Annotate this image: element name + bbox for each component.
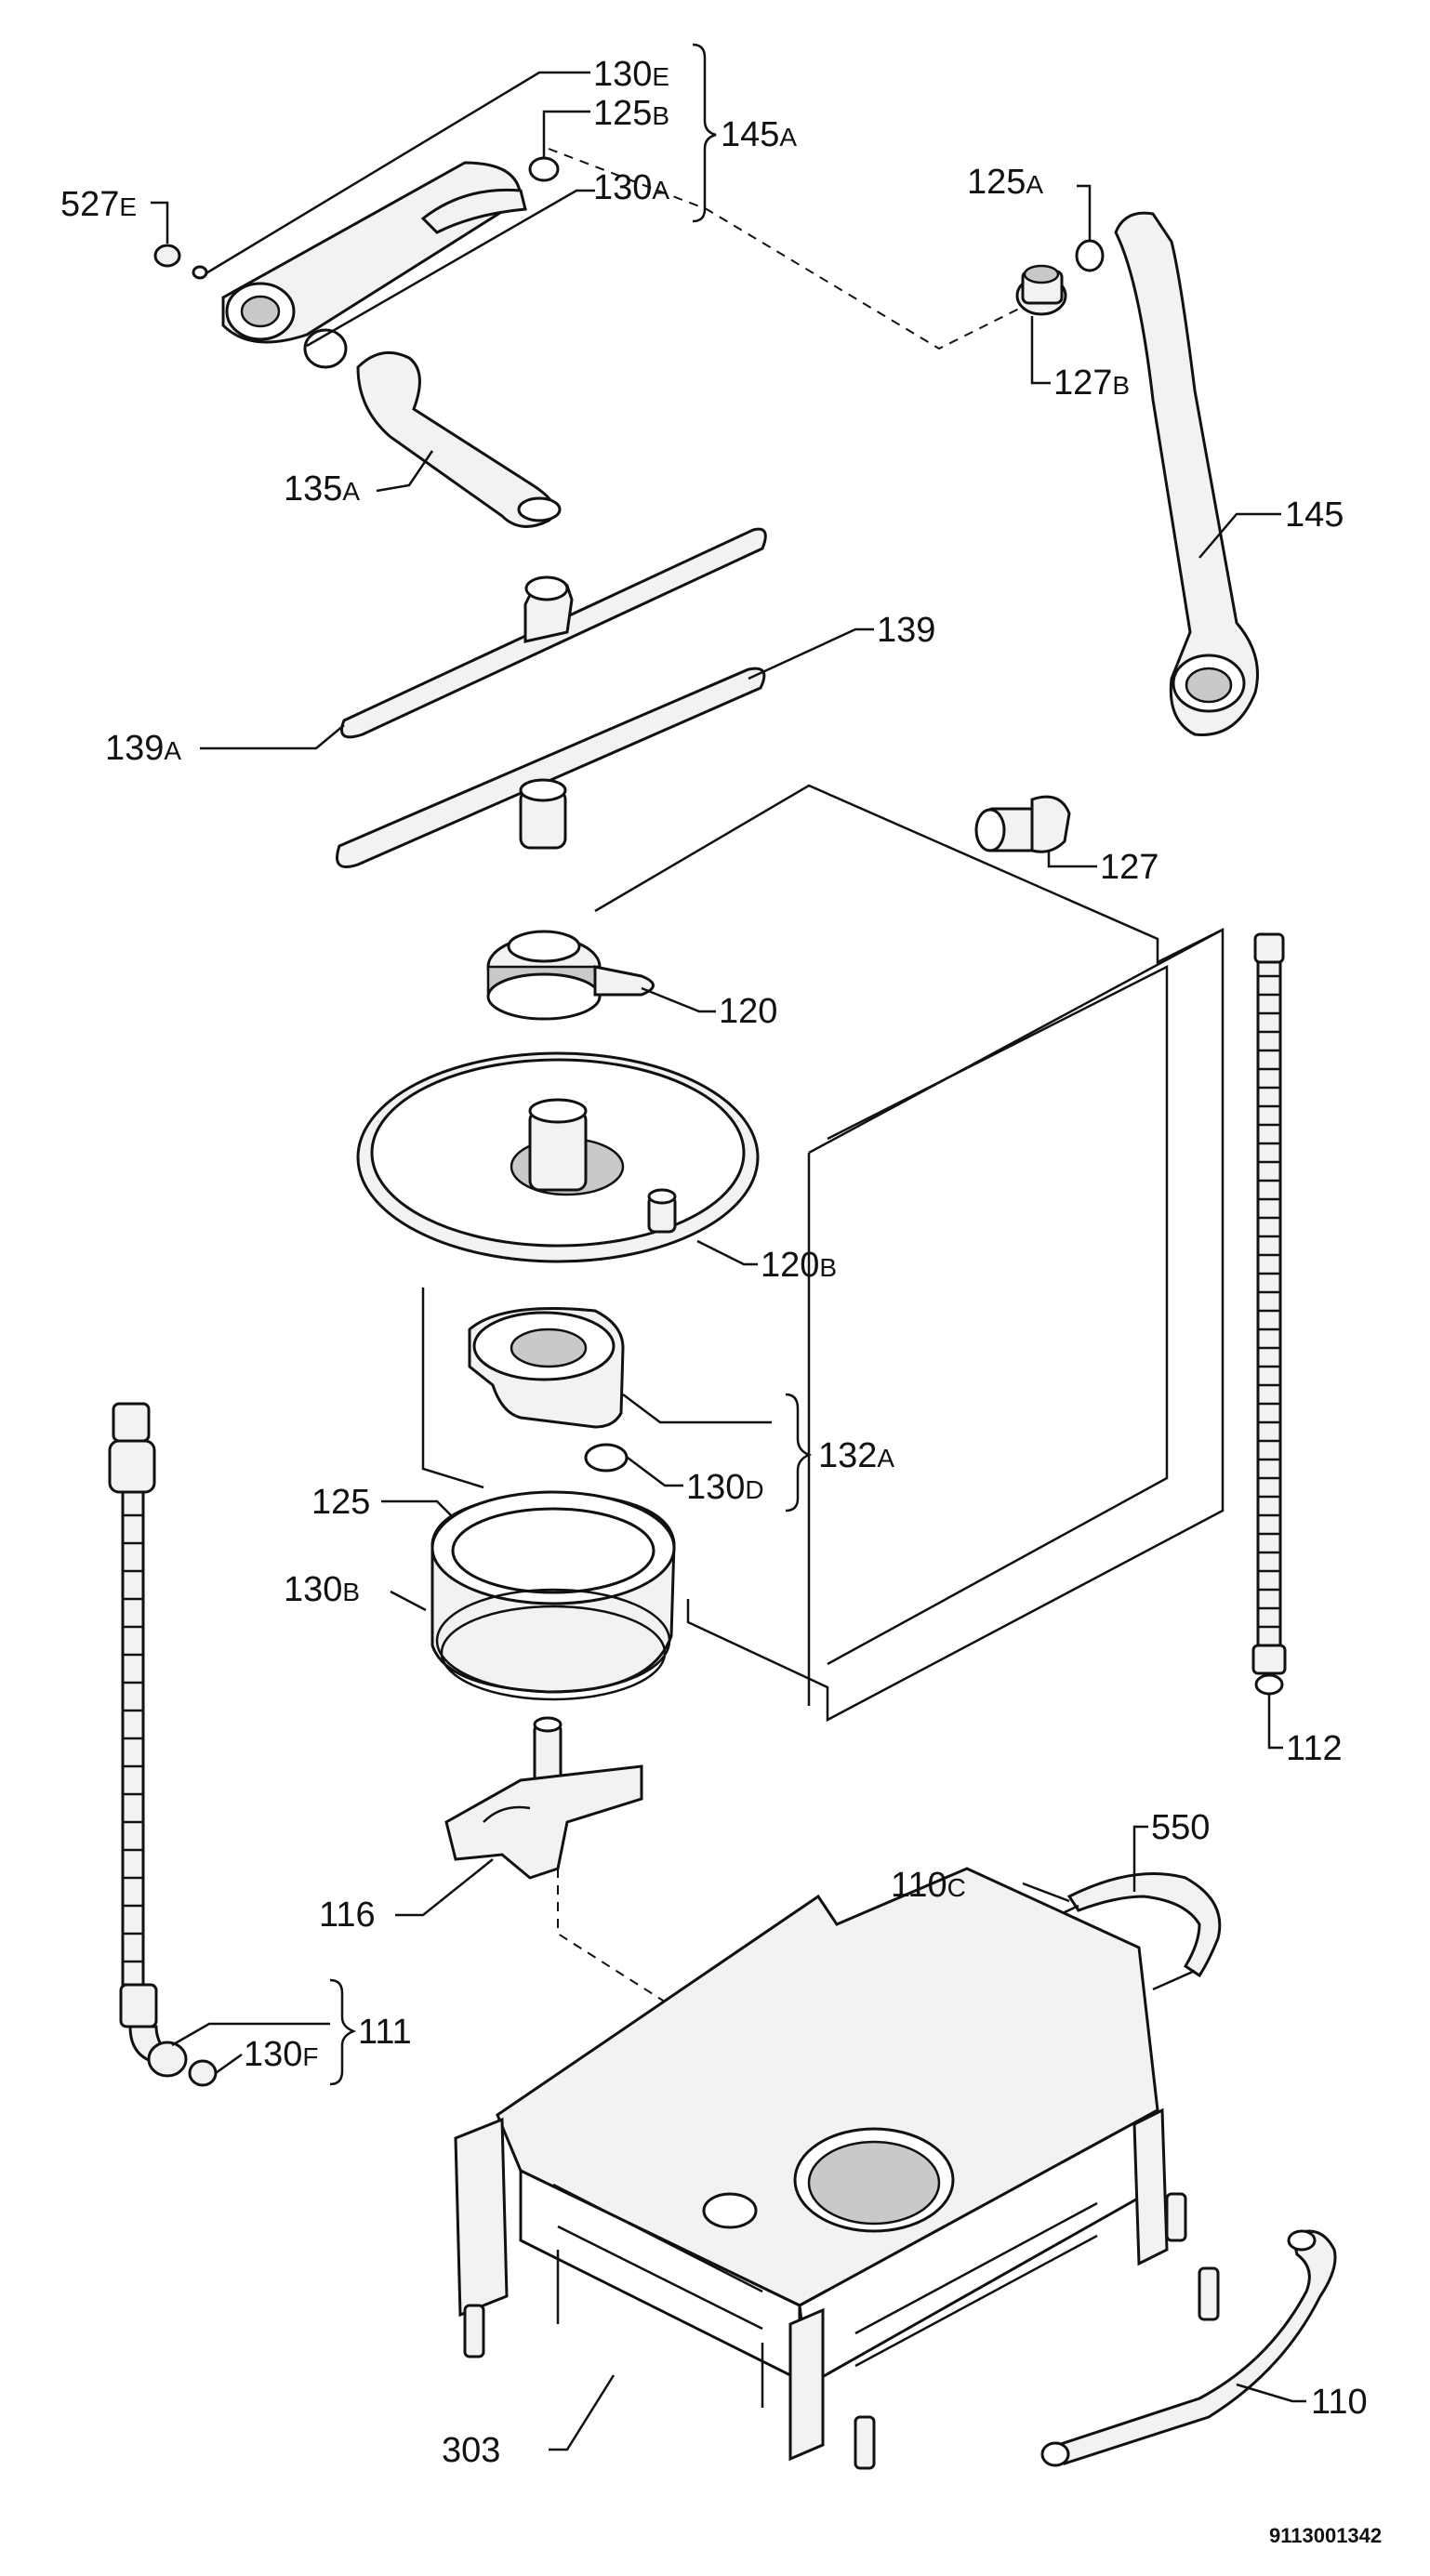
label-111: 111	[358, 2013, 412, 2052]
leader-112	[1267, 1694, 1283, 1750]
leader-550	[1132, 1825, 1148, 1892]
filter-120	[486, 930, 655, 1021]
nut-527e	[153, 244, 208, 280]
label-527e: 527E	[60, 185, 137, 224]
label-303: 303	[442, 2431, 500, 2470]
hose-111	[108, 1402, 218, 2087]
coupling-127	[974, 795, 1071, 853]
label-130f: 130F	[244, 2035, 319, 2074]
leader-303	[549, 2374, 616, 2451]
leader-130f	[215, 2053, 243, 2075]
label-130a: 130A	[593, 168, 669, 207]
label-110: 110	[1311, 2383, 1368, 2422]
label-145: 145	[1285, 495, 1344, 535]
label-110c: 110C	[891, 1866, 966, 1905]
pump-housing-132a	[468, 1307, 629, 1473]
leader-130e	[199, 71, 590, 279]
spray-arm-139a	[340, 527, 767, 739]
drain-hose-110	[1040, 2229, 1337, 2467]
label-550: 550	[1151, 1808, 1210, 1847]
leader-120	[641, 986, 716, 1013]
leader-145	[1198, 512, 1281, 559]
leader-125a	[1077, 184, 1092, 240]
label-139: 139	[877, 611, 935, 650]
label-125a: 125A	[967, 163, 1043, 202]
leader-111	[171, 2022, 330, 2047]
leader-130a	[306, 189, 595, 348]
leader-130d	[627, 1457, 683, 1487]
dash-line-upper	[548, 148, 1024, 350]
label-127: 127	[1100, 848, 1159, 887]
brace-145a	[692, 43, 717, 223]
leader-127	[1047, 851, 1097, 868]
label-135a: 135A	[284, 469, 360, 509]
label-120b: 120B	[761, 1246, 837, 1285]
brace-132a	[785, 1393, 813, 1513]
leader-527e	[151, 201, 169, 244]
brace-111	[329, 1978, 357, 2086]
base-frame-303	[454, 1867, 1220, 2470]
spray-arm-139	[336, 667, 766, 868]
leader-132a	[622, 1394, 772, 1424]
leader-120b	[696, 1239, 758, 1266]
label-120: 120	[719, 992, 777, 1031]
label-116: 116	[319, 1896, 376, 1935]
label-127b: 127B	[1053, 363, 1130, 403]
connector-127b	[1015, 239, 1105, 316]
leader-125	[381, 1499, 452, 1516]
leader-135a	[376, 450, 434, 493]
leader-110	[1236, 2383, 1306, 2403]
reference-code: 9113001342	[1269, 2524, 1382, 2547]
leader-139a	[200, 724, 345, 750]
leader-127b	[1030, 316, 1051, 385]
label-130e: 130E	[593, 55, 669, 94]
label-125b: 125B	[593, 94, 669, 133]
leader-130b	[390, 1590, 427, 1612]
leader-125b	[542, 110, 590, 158]
label-125: 125	[311, 1483, 370, 1522]
tub-cabinet	[421, 784, 1225, 1723]
label-130d: 130D	[686, 1468, 764, 1507]
valve-116	[444, 1716, 643, 1880]
label-130b: 130B	[284, 1570, 360, 1609]
filter-plate-120b	[356, 1051, 760, 1263]
feed-tube-145	[1114, 211, 1259, 736]
ring-125	[430, 1490, 676, 1701]
hose-112	[1251, 932, 1287, 1696]
label-132a: 132A	[818, 1436, 894, 1475]
label-112: 112	[1286, 1729, 1343, 1768]
label-139a: 139A	[105, 729, 181, 768]
feed-pipe-135a	[356, 350, 562, 528]
upper-spray-arm-145a	[221, 156, 560, 369]
leader-116	[395, 1858, 494, 1917]
label-145a: 145A	[721, 115, 797, 154]
leader-139	[748, 627, 874, 680]
leader-110c	[1022, 1882, 1070, 1903]
